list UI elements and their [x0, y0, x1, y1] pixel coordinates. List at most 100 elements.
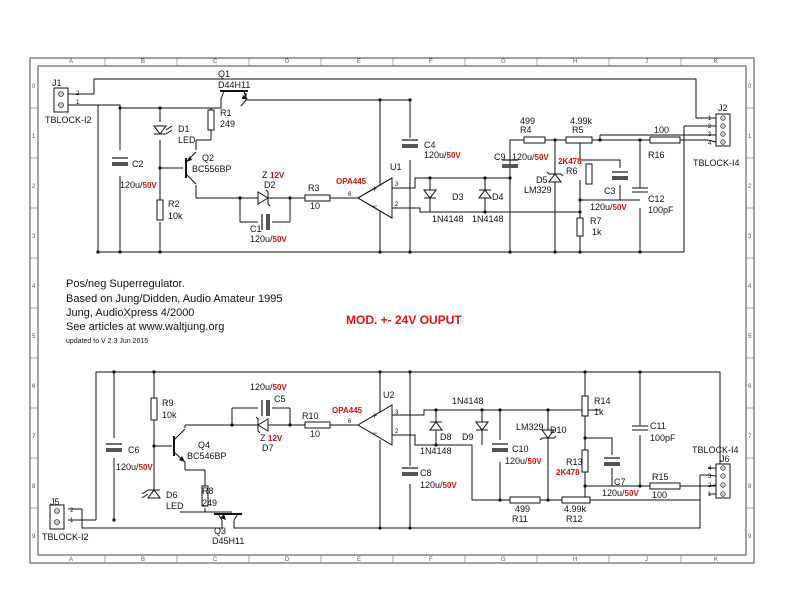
note-line-1: Pos/neg Superregulator.: [66, 278, 185, 290]
led-d1: D1 LED: [153, 124, 196, 145]
capacitor-c10: C10 120u/50V: [492, 443, 542, 466]
c5-value: 120u/50V: [250, 382, 287, 392]
r7-value: 1k: [592, 227, 602, 237]
grid-col-label: F: [429, 557, 433, 563]
r6-ref: R6: [566, 166, 578, 176]
grid-row-label: 7: [32, 434, 36, 440]
grid-row-label: 5: [32, 334, 36, 340]
j1-name: TBLOCK-I2: [45, 115, 92, 125]
d6-part: LED: [166, 501, 184, 511]
grid-row-label: 2: [748, 184, 752, 190]
grid-row-label: 4: [748, 284, 752, 290]
d6-ref: D6: [166, 490, 178, 500]
d2-z: Z 12V: [262, 170, 285, 180]
u1-part: OPA445: [336, 177, 367, 186]
q3-part: D45H11: [212, 536, 244, 546]
r9-ref: R9: [162, 398, 174, 408]
c11-value: 100pF: [650, 433, 676, 443]
connector-j5: J5 TBLOCK-I2 2 1: [42, 497, 89, 542]
grid-col-label: G: [501, 59, 506, 65]
r5-ref: R5: [572, 125, 584, 135]
diode-d3: D3 1N4148: [423, 189, 464, 224]
grid-row-label: 1: [32, 134, 36, 140]
c8-ref: C8: [420, 468, 432, 478]
resistor-r13: R13 2K478: [556, 449, 589, 477]
grid-row-label: 9: [748, 534, 752, 540]
c11-ref: C11: [650, 421, 666, 431]
d8-part: 1N4148: [420, 446, 452, 456]
bottom-wires: [68, 371, 721, 529]
d7-z: Z 12V: [260, 433, 283, 443]
grid-col-label: B: [141, 557, 145, 563]
j5-pin-2: 2: [70, 508, 74, 514]
d5-part: LM329: [524, 185, 552, 195]
grid-col-label: K: [714, 557, 718, 563]
r13-value: 2K478: [556, 468, 580, 477]
u2-part: OPA445: [332, 406, 363, 415]
r16-ref: R16: [648, 150, 665, 160]
grid-row-label: 5: [748, 334, 752, 340]
r2-ref: R2: [168, 199, 180, 209]
j6-pin-2: 2: [708, 483, 712, 489]
d3-part: 1N4148: [432, 214, 464, 224]
c2-ref: C2: [132, 159, 144, 169]
grid-row-label: 7: [748, 434, 752, 440]
j5-ref: J5: [50, 497, 60, 507]
capacitor-c9: C9 120u/50V: [494, 152, 549, 168]
r3-ref: R3: [308, 183, 320, 193]
r1-ref: R1: [220, 108, 232, 118]
grid-row-label: 0: [748, 84, 752, 90]
grid-col-label: G: [501, 557, 506, 563]
resistor-r2: R2 10k: [156, 199, 183, 221]
bottom-junctions: [112, 370, 642, 530]
zener-d7: Z 12V D7: [255, 416, 283, 453]
c10-ref: C10: [512, 444, 529, 454]
j2-name: TBLOCK-I4: [693, 158, 740, 168]
r12-value: 4.99k: [564, 504, 587, 514]
resistor-r6: 2K478 R6: [558, 157, 593, 185]
c4-value: 120u/50V: [424, 150, 461, 160]
reference-d10: LM329 D10: [516, 422, 567, 441]
grid-col-label: A: [69, 557, 73, 563]
resistor-r16: 100 R16: [648, 125, 681, 160]
r15-value: 100: [652, 490, 667, 500]
r4-ref: R4: [520, 125, 532, 135]
c2-value: 120u/50V: [120, 180, 157, 190]
u1-pin-2: 2: [395, 202, 399, 208]
grid-col-label: H: [573, 557, 577, 563]
r1-value: 249: [220, 119, 235, 129]
u1-plus: +: [372, 184, 377, 194]
d1-ref: D1: [178, 124, 190, 134]
u1-ref: U1: [390, 162, 402, 172]
capacitor-c6: C6 120u/50V: [106, 443, 153, 472]
d10-ref: D10: [550, 425, 567, 435]
grid-col-label: D: [285, 59, 290, 65]
r10-value: 10: [310, 429, 320, 439]
c8-value: 120u/50V: [420, 480, 457, 490]
r14-value: 1k: [594, 407, 604, 417]
r11-value: 499: [515, 504, 530, 514]
c1-ref: C1: [250, 224, 262, 234]
r15-ref: R15: [652, 472, 669, 482]
j6-pin-4: 4: [708, 466, 712, 472]
c7-value: 120u/50V: [602, 488, 639, 498]
opamp-u2: + − U2 OPA445 3 2 6: [332, 390, 399, 458]
resistor-r9: R9 10k: [150, 397, 177, 421]
grid-col-label: J: [645, 557, 648, 563]
grid-col-label: A: [69, 59, 73, 65]
c1-value: 120u/50V: [250, 234, 287, 244]
diode-d9: D9 1N4148: [452, 396, 489, 442]
grid-col-label: D: [285, 557, 290, 563]
resistor-r7: R7 1k: [576, 216, 602, 237]
r5-value: 4.99k: [570, 116, 593, 126]
capacitor-c2: C2 120u/50V: [112, 157, 157, 190]
resistor-r10: R10 10: [302, 411, 331, 439]
grid-col-label: C: [213, 59, 218, 65]
u2-pin-2: 2: [395, 429, 399, 435]
j2-pin-1: 1: [708, 116, 712, 122]
note-line-4: See articles at www.waltjung.org: [66, 321, 224, 333]
q4-ref: Q4: [198, 440, 210, 450]
capacitor-c1: C1 120u/50V: [250, 214, 287, 244]
u2-pin-6: 6: [348, 419, 352, 425]
